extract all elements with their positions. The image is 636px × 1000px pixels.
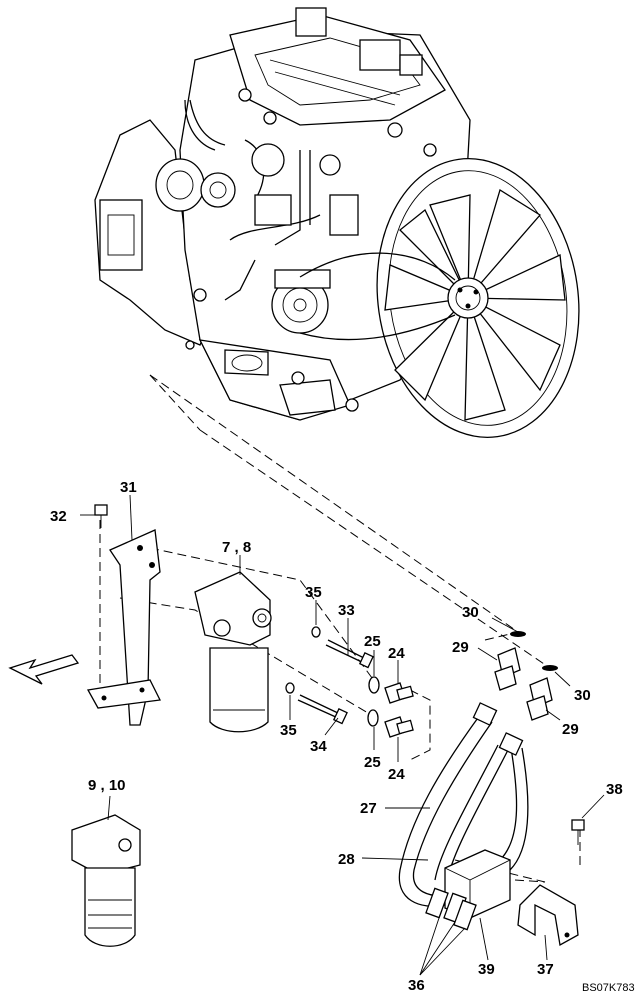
bolt-34 <box>297 694 348 725</box>
label-35-lower: 35 <box>280 722 297 739</box>
dashed-leaders <box>99 374 581 883</box>
label-30-left: 30 <box>462 604 479 621</box>
o-ring-25-lower <box>367 709 379 727</box>
fuel-filter-9-10 <box>71 814 141 947</box>
washer-35-upper <box>311 626 321 638</box>
label-28: 28 <box>338 851 355 868</box>
washer-35-lower <box>285 682 295 694</box>
fitting-24-lower <box>384 716 414 738</box>
label-27: 27 <box>360 800 377 817</box>
label-25-upper: 25 <box>364 633 381 650</box>
label-29-left: 29 <box>452 639 469 656</box>
engine-assembly <box>94 7 580 438</box>
label-24-upper: 24 <box>388 645 405 662</box>
label-7-8: 7 , 8 <box>222 539 251 556</box>
clamp-37 <box>517 884 579 947</box>
adapter-29-right <box>526 677 553 721</box>
label-29-right: 29 <box>562 721 579 738</box>
fuel-filter-7-8 <box>194 571 272 733</box>
label-31: 31 <box>120 479 137 496</box>
label-32: 32 <box>50 508 67 525</box>
label-37: 37 <box>537 961 554 978</box>
label-38: 38 <box>606 781 623 798</box>
hose-28 <box>434 732 529 911</box>
label-25-lower: 25 <box>364 754 381 771</box>
label-30-right: 30 <box>574 687 591 704</box>
label-34: 34 <box>310 738 327 755</box>
part-labels: 31 32 7 , 8 35 33 25 24 30 29 30 29 35 3… <box>50 479 635 994</box>
figure-code: BS07K783 <box>582 982 635 994</box>
bolt-38 <box>571 819 585 845</box>
connectors-36 <box>425 887 477 931</box>
fitting-24-upper <box>384 682 414 704</box>
label-33: 33 <box>338 602 355 619</box>
o-ring-30-left <box>510 631 526 637</box>
callout-leaders <box>80 494 605 976</box>
bracket-31 <box>86 529 161 726</box>
o-ring-30-right <box>542 665 558 671</box>
hose-27 <box>398 702 498 907</box>
label-36: 36 <box>408 977 425 994</box>
bolt-32 <box>94 504 108 528</box>
label-39: 39 <box>478 961 495 978</box>
label-24-lower: 24 <box>388 766 405 783</box>
label-35-upper: 35 <box>305 584 322 601</box>
adapter-29-left <box>494 647 521 691</box>
label-9-10: 9 , 10 <box>88 777 126 794</box>
front-direction-arrow-icon <box>8 654 80 685</box>
o-ring-25-upper <box>368 676 380 694</box>
